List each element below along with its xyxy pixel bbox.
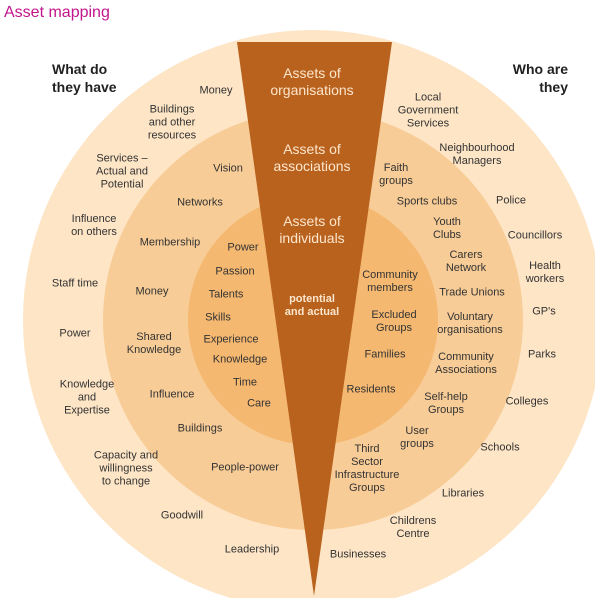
page-title: Asset mapping — [4, 4, 110, 21]
heading-what-do-they-have: What do they have — [52, 61, 117, 95]
label-networks: Networks — [177, 196, 223, 209]
label-youth-clubs: Youth Clubs — [432, 216, 462, 241]
label-self-help-groups: Self-help Groups — [424, 391, 468, 416]
wedge — [237, 42, 392, 596]
label-knowledge-expertise: Knowledge and Expertise — [59, 378, 115, 417]
label-sports-clubs: Sports clubs — [396, 195, 458, 208]
label-talents: Talents — [208, 288, 244, 301]
label-councillors: Councillors — [507, 229, 563, 242]
wedge-label-organisations: Assets of organisations — [270, 65, 354, 98]
label-power-inner: Power — [227, 241, 259, 254]
label-people-power: People-power — [211, 461, 279, 474]
label-third-sector: Third Sector Infrastructure Groups — [334, 443, 400, 494]
label-vision: Vision — [213, 162, 243, 175]
label-residents: Residents — [346, 383, 396, 396]
wedge-label-associations: Assets of associations — [273, 141, 351, 174]
label-membership: Membership — [139, 236, 201, 249]
label-parks: Parks — [527, 348, 557, 361]
label-care: Care — [247, 397, 271, 410]
label-staff-time: Staff time — [51, 277, 99, 290]
label-skills: Skills — [205, 311, 231, 324]
label-schools: Schools — [480, 441, 520, 454]
label-passion: Passion — [215, 265, 255, 278]
wedge-label-potential: potential and actual — [284, 293, 340, 318]
label-buildings: Buildings — [177, 422, 223, 435]
heading-who-are-they: Who are they — [512, 61, 568, 95]
label-faith-groups: Faith groups — [379, 162, 413, 187]
label-money-middle: Money — [135, 285, 169, 298]
label-colleges: Colleges — [505, 395, 549, 408]
label-gps: GP's — [532, 305, 556, 318]
label-services: Services – Actual and Potential — [96, 152, 148, 191]
label-health-workers: Health workers — [525, 260, 565, 285]
label-community-members: Community members — [362, 269, 418, 294]
label-leadership: Leadership — [224, 543, 280, 556]
label-experience: Experience — [203, 333, 259, 346]
label-local-government: Local Government Services — [397, 91, 459, 130]
label-voluntary-organisations: Voluntary organisations — [437, 311, 503, 336]
label-carers-network: Carers Network — [445, 249, 487, 274]
label-time: Time — [232, 376, 258, 389]
label-capacity: Capacity and willingness to change — [93, 449, 159, 488]
label-goodwill: Goodwill — [160, 509, 204, 522]
wedge-label-individuals: Assets of individuals — [279, 213, 345, 246]
label-excluded-groups: Excluded Groups — [371, 309, 417, 334]
label-shared-knowledge: Shared Knowledge — [126, 331, 182, 356]
label-buildings-resources: Buildings and other resources — [147, 103, 197, 142]
label-money: Money — [199, 84, 233, 97]
label-influence-on-others: Influence on others — [71, 213, 117, 238]
label-user-groups: User groups — [400, 425, 434, 450]
label-libraries: Libraries — [441, 487, 485, 500]
label-businesses: Businesses — [329, 548, 387, 561]
label-childrens-centre: Childrens Centre — [389, 515, 437, 540]
label-families: Families — [364, 348, 406, 361]
label-trade-unions: Trade Unions — [439, 286, 505, 299]
label-knowledge: Knowledge — [212, 353, 268, 366]
label-power: Power — [59, 327, 91, 340]
label-community-associations: Community Associations — [435, 351, 497, 376]
label-police: Police — [496, 194, 526, 207]
label-neighbourhood-managers: Neighbourhood Managers — [439, 142, 515, 167]
label-influence: Influence — [149, 388, 195, 401]
